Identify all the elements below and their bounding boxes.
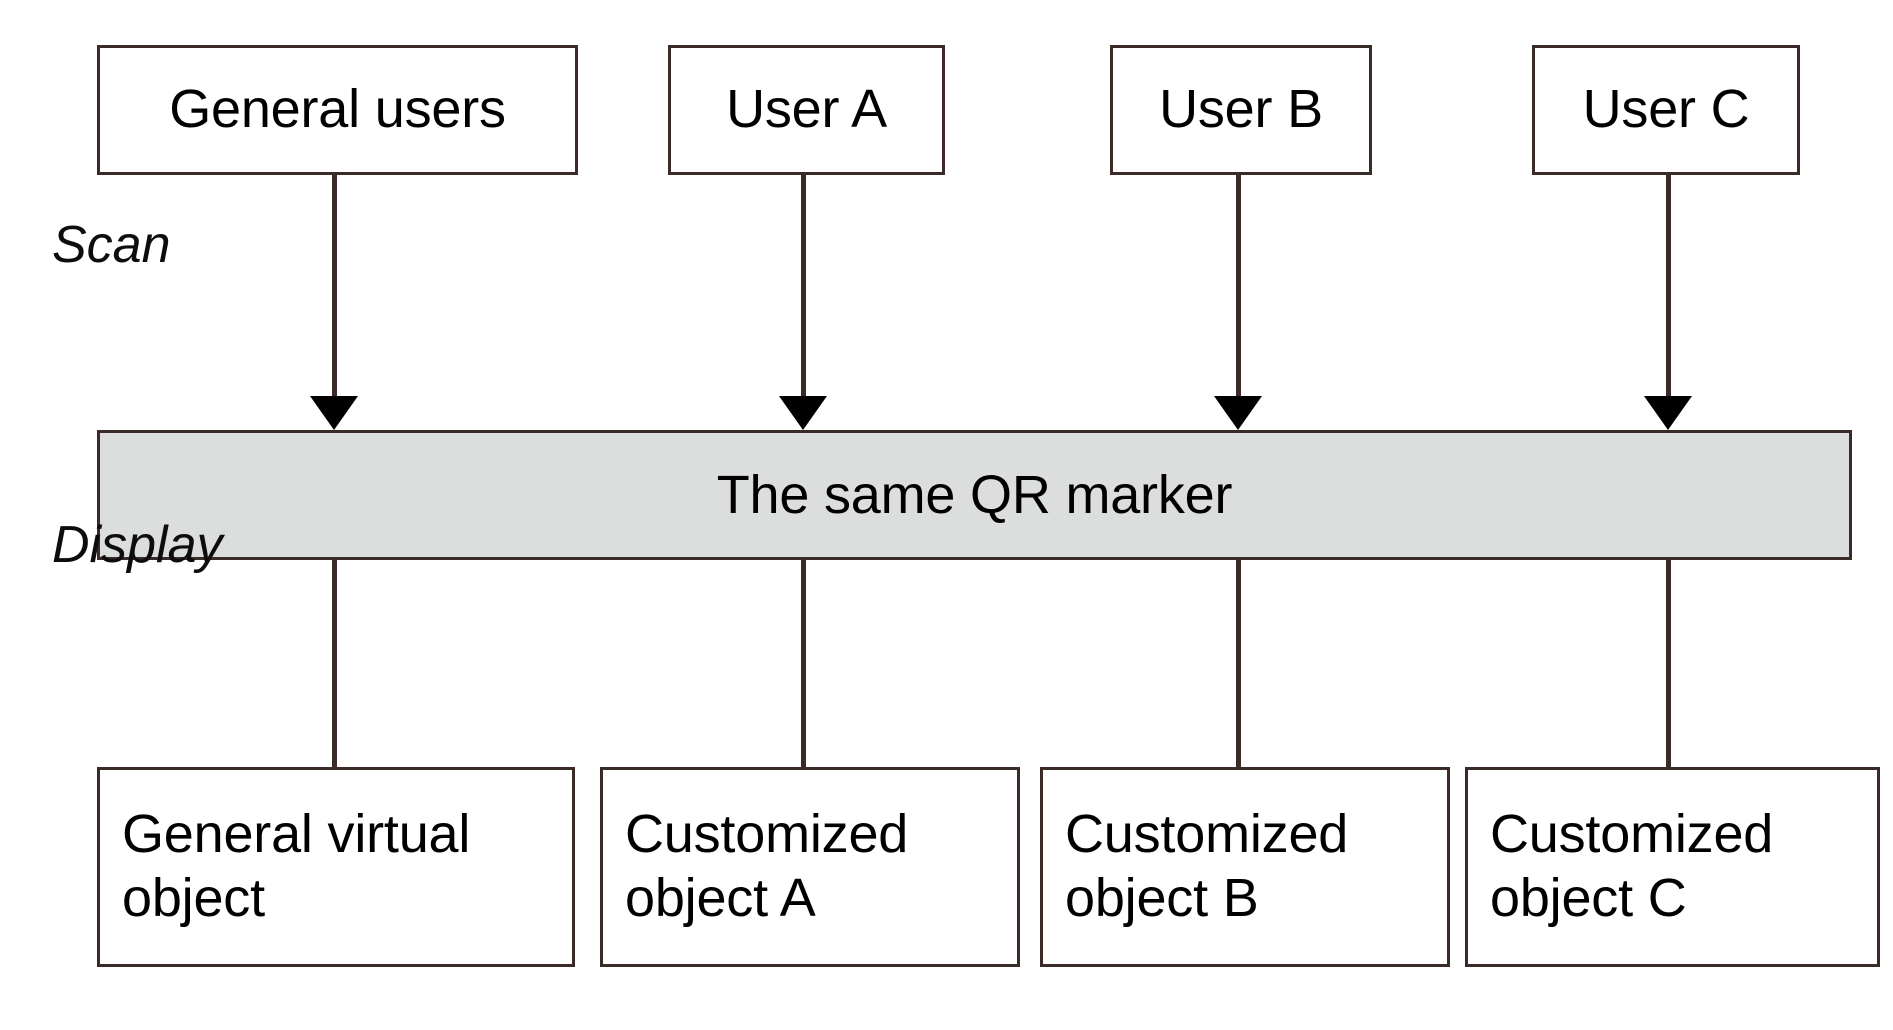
user-node-label: General users [169, 79, 506, 140]
scan-arrowhead-icon [310, 396, 358, 430]
user-node-label: User A [726, 79, 887, 140]
user-node-user-a[interactable]: User A [668, 45, 945, 175]
object-node-label: General virtual object [122, 804, 471, 928]
object-node-label: Customized object A [625, 804, 909, 928]
scan-arrowhead-icon [1644, 396, 1692, 430]
display-connector-customized-object-a [801, 558, 806, 770]
object-node-customized-object-a[interactable]: Customized object A [600, 767, 1020, 967]
display-connector-general-virtual-object [332, 558, 337, 770]
scan-connector-user-c [1666, 175, 1671, 400]
user-node-label: User B [1159, 79, 1323, 140]
stage-label-display: Display [52, 516, 223, 574]
object-node-general-virtual-object[interactable]: General virtual object [97, 767, 575, 967]
stage-label-scan: Scan [52, 216, 171, 274]
display-connector-customized-object-b [1236, 558, 1241, 770]
qr-marker-label: The same QR marker [716, 465, 1233, 525]
object-node-label: Customized object B [1065, 804, 1349, 928]
scan-connector-general-users [332, 175, 337, 400]
display-connector-customized-object-c [1666, 558, 1671, 770]
user-node-label: User C [1582, 79, 1750, 140]
object-node-label: Customized object C [1490, 804, 1774, 928]
scan-arrowhead-icon [1214, 396, 1262, 430]
scan-connector-user-b [1236, 175, 1241, 400]
object-node-customized-object-c[interactable]: Customized object C [1465, 767, 1880, 967]
scan-connector-user-a [801, 175, 806, 400]
object-node-customized-object-b[interactable]: Customized object B [1040, 767, 1450, 967]
user-node-general-users[interactable]: General users [97, 45, 578, 175]
user-node-user-b[interactable]: User B [1110, 45, 1372, 175]
user-node-user-c[interactable]: User C [1532, 45, 1800, 175]
scan-arrowhead-icon [779, 396, 827, 430]
qr-marker-bar[interactable]: The same QR marker [97, 430, 1852, 560]
